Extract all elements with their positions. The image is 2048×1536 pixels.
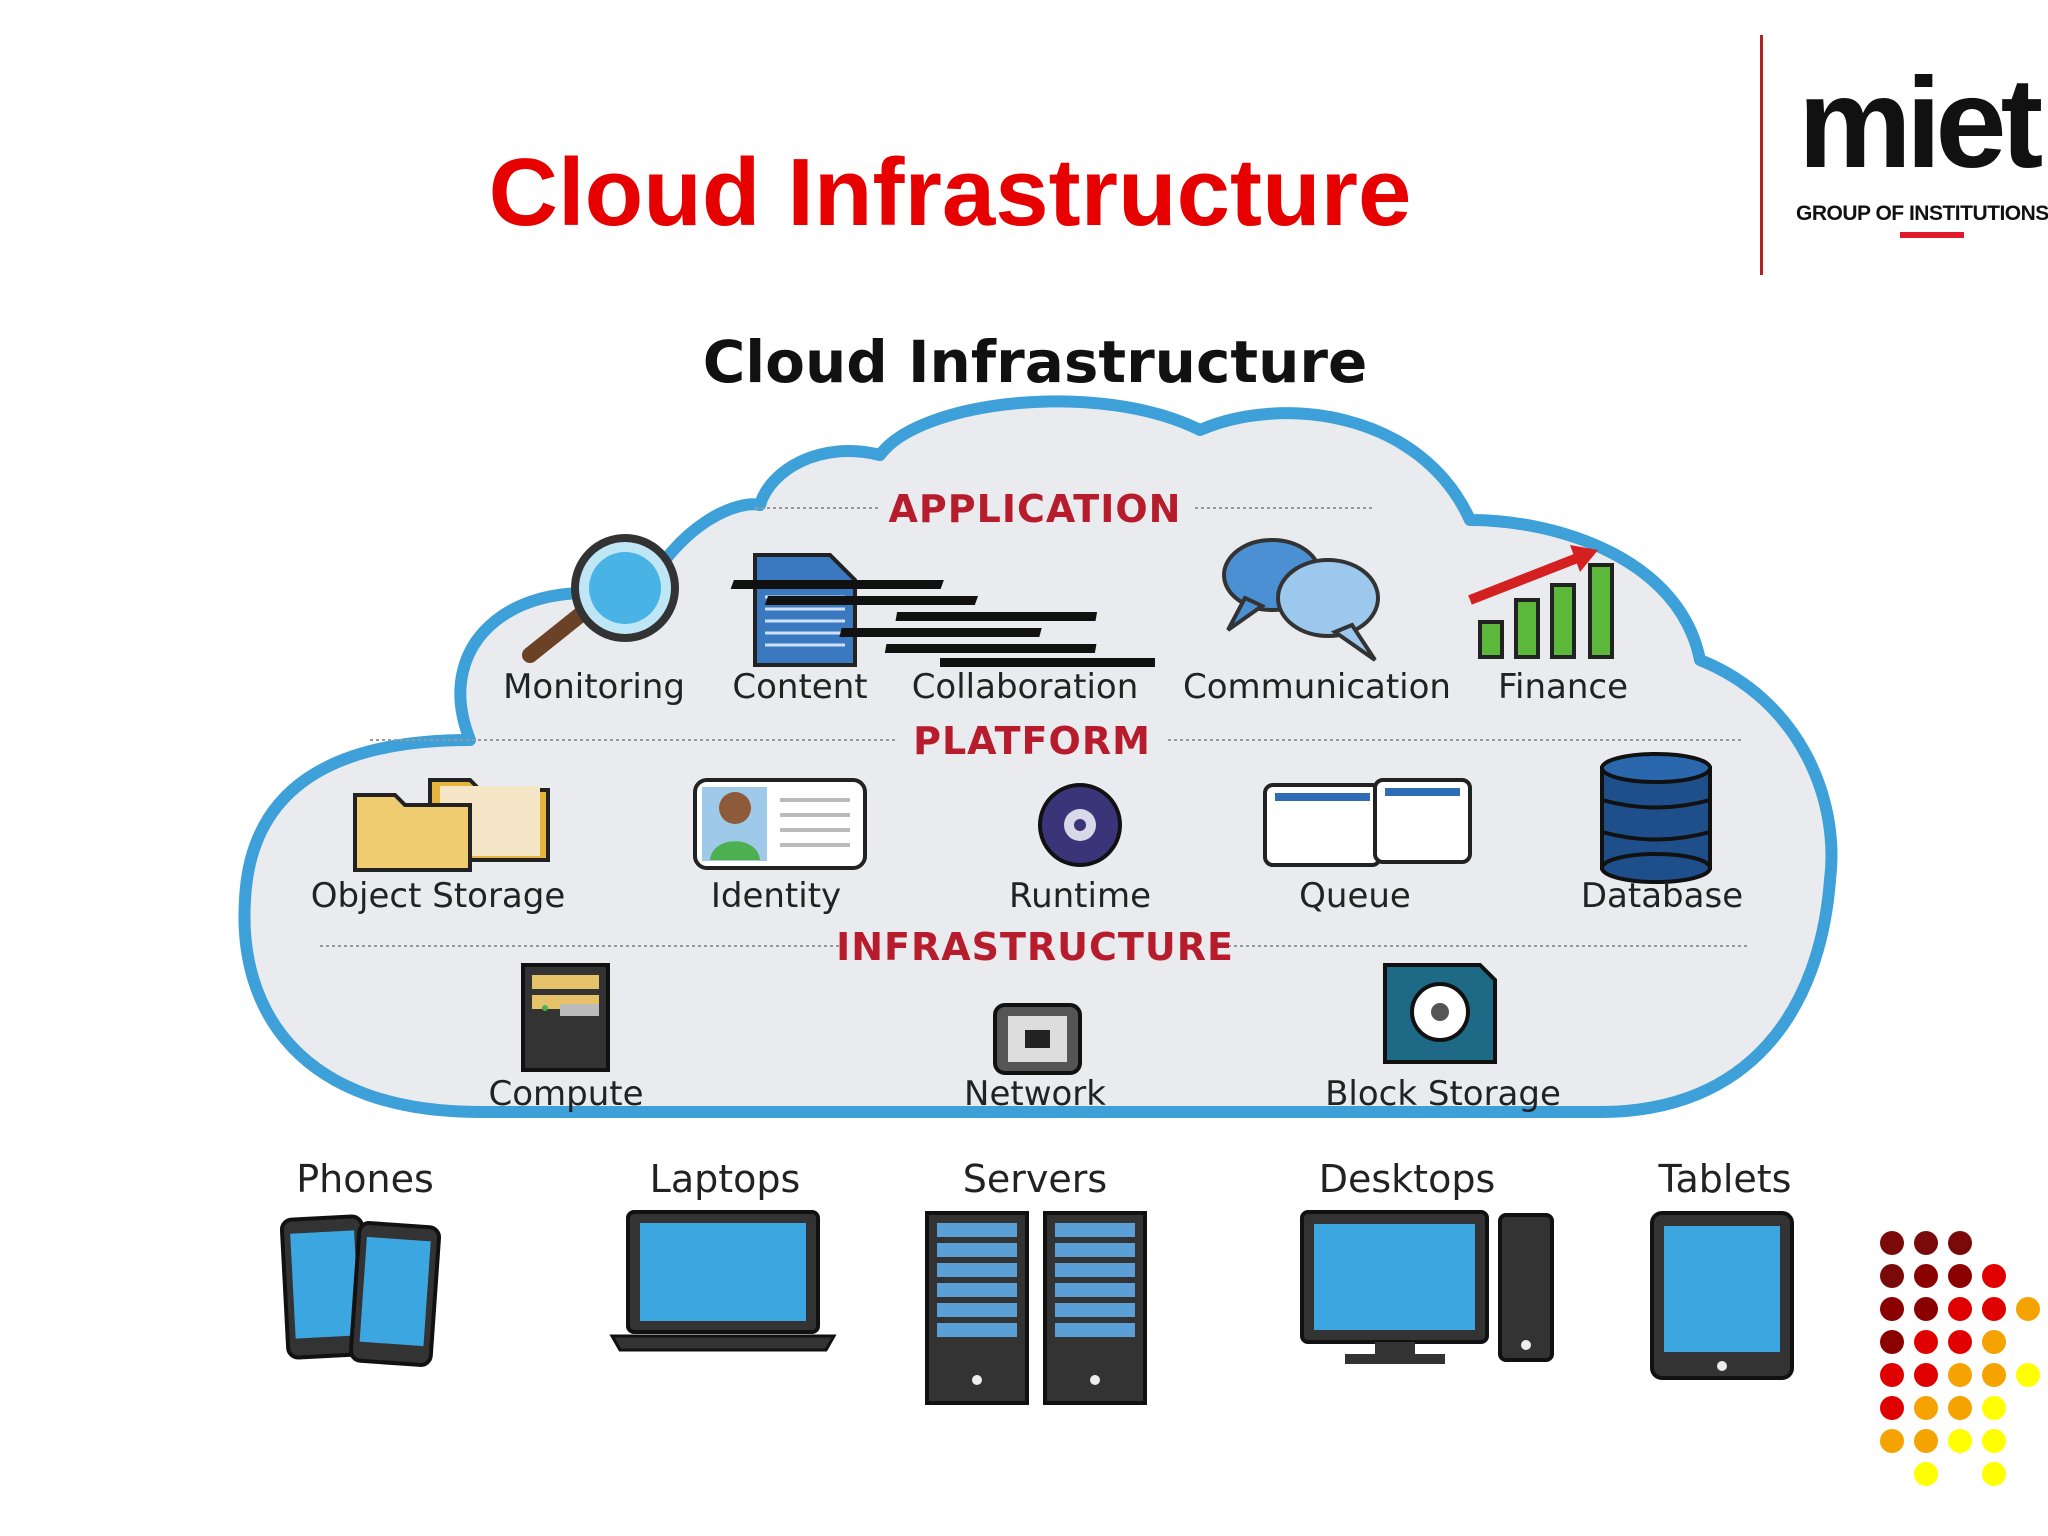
folders-icon xyxy=(353,778,550,872)
chat-bubbles-icon xyxy=(1222,538,1380,662)
logo-wordmark: miet xyxy=(1798,52,2043,195)
logo-subtitle: GROUP OF INSTITUTIONS xyxy=(1796,202,2048,225)
decorative-dot xyxy=(1880,1363,1904,1387)
platform-label-runtime: Runtime xyxy=(1009,876,1151,916)
device-label-phones: Phones xyxy=(296,1157,434,1201)
decorative-dot-pattern xyxy=(1880,1231,2040,1486)
stacked-papers-icon xyxy=(730,580,1155,667)
magnifier-icon xyxy=(522,534,679,663)
device-label-servers: Servers xyxy=(963,1157,1107,1201)
decorative-dot xyxy=(1948,1297,1972,1321)
infra-label-network: Network xyxy=(964,1074,1106,1114)
device-label-laptops: Laptops xyxy=(650,1157,801,1201)
platform-label-database: Database xyxy=(1581,876,1743,916)
logo-divider xyxy=(1760,35,1763,275)
decorative-dot xyxy=(1982,1264,2006,1288)
decorative-dot xyxy=(2016,1297,2040,1321)
compute-tower-icon xyxy=(521,963,610,1072)
app-label-communication: Communication xyxy=(1183,667,1451,707)
laptop-icon xyxy=(609,1210,837,1352)
decorative-dot xyxy=(1914,1396,1938,1420)
decorative-dot xyxy=(1914,1330,1938,1354)
decorative-dot xyxy=(1880,1264,1904,1288)
decorative-dot xyxy=(1880,1396,1904,1420)
infra-label-compute: Compute xyxy=(488,1074,643,1114)
miet-logo: miet GROUP OF INSTITUTIONS xyxy=(1760,30,2048,280)
decorative-dot xyxy=(1948,1396,1972,1420)
diagram-title: Cloud Infrastructure xyxy=(703,328,1368,396)
cloud-shape xyxy=(238,395,1838,1118)
growth-chart-icon xyxy=(1468,545,1614,659)
section-label-platform: PLATFORM xyxy=(913,719,1151,763)
decorative-dot xyxy=(1948,1330,1972,1354)
decorative-dot xyxy=(1948,1231,1972,1255)
document-icon xyxy=(753,553,857,667)
decorative-dot xyxy=(1982,1297,2006,1321)
platform-label-queue: Queue xyxy=(1299,876,1411,916)
decorative-dot xyxy=(1982,1396,2006,1420)
decorative-dot xyxy=(1982,1363,2006,1387)
slide-title: Cloud Infrastructure xyxy=(488,139,1412,246)
network-switch-icon xyxy=(993,1003,1082,1075)
decorative-dot xyxy=(1948,1363,1972,1387)
app-label-content: Content xyxy=(732,667,867,707)
section-dividers xyxy=(320,507,1748,947)
servers-icon xyxy=(925,1211,1147,1405)
decorative-dot xyxy=(1914,1363,1938,1387)
app-label-monitoring: Monitoring xyxy=(503,667,685,707)
decorative-dot xyxy=(1880,1231,1904,1255)
section-label-application: APPLICATION xyxy=(889,487,1182,531)
infra-label-block-storage: Block Storage xyxy=(1325,1074,1561,1114)
decorative-dot xyxy=(1914,1264,1938,1288)
decorative-dot xyxy=(1880,1429,1904,1453)
decorative-dot xyxy=(1948,1264,1972,1288)
platform-label-identity: Identity xyxy=(711,876,841,916)
decorative-dot xyxy=(2016,1363,2040,1387)
device-label-desktops: Desktops xyxy=(1319,1157,1496,1201)
desktop-icon xyxy=(1300,1210,1554,1364)
database-icon xyxy=(1600,752,1712,884)
decorative-dot xyxy=(1914,1297,1938,1321)
decorative-dot xyxy=(1982,1462,2006,1486)
block-storage-icon xyxy=(1383,963,1497,1064)
app-label-collaboration: Collaboration xyxy=(912,667,1139,707)
decorative-dot xyxy=(1914,1429,1938,1453)
tablet-icon xyxy=(1650,1211,1794,1380)
disc-icon xyxy=(1038,783,1122,867)
section-label-infrastructure: INFRASTRUCTURE xyxy=(836,925,1234,969)
decorative-dot xyxy=(1880,1330,1904,1354)
decorative-dot xyxy=(1914,1462,1938,1486)
device-label-tablets: Tablets xyxy=(1658,1157,1792,1201)
app-label-finance: Finance xyxy=(1498,667,1628,707)
phones-icon xyxy=(279,1214,442,1367)
decorative-dot xyxy=(1982,1330,2006,1354)
id-card-icon xyxy=(693,778,867,870)
decorative-dot xyxy=(1982,1429,2006,1453)
decorative-dot xyxy=(1914,1231,1938,1255)
logo-underline xyxy=(1900,232,1964,238)
decorative-dot xyxy=(1948,1429,1972,1453)
queue-windows-icon xyxy=(1263,778,1472,867)
decorative-dot xyxy=(1880,1297,1904,1321)
platform-label-object-storage: Object Storage xyxy=(311,876,566,916)
